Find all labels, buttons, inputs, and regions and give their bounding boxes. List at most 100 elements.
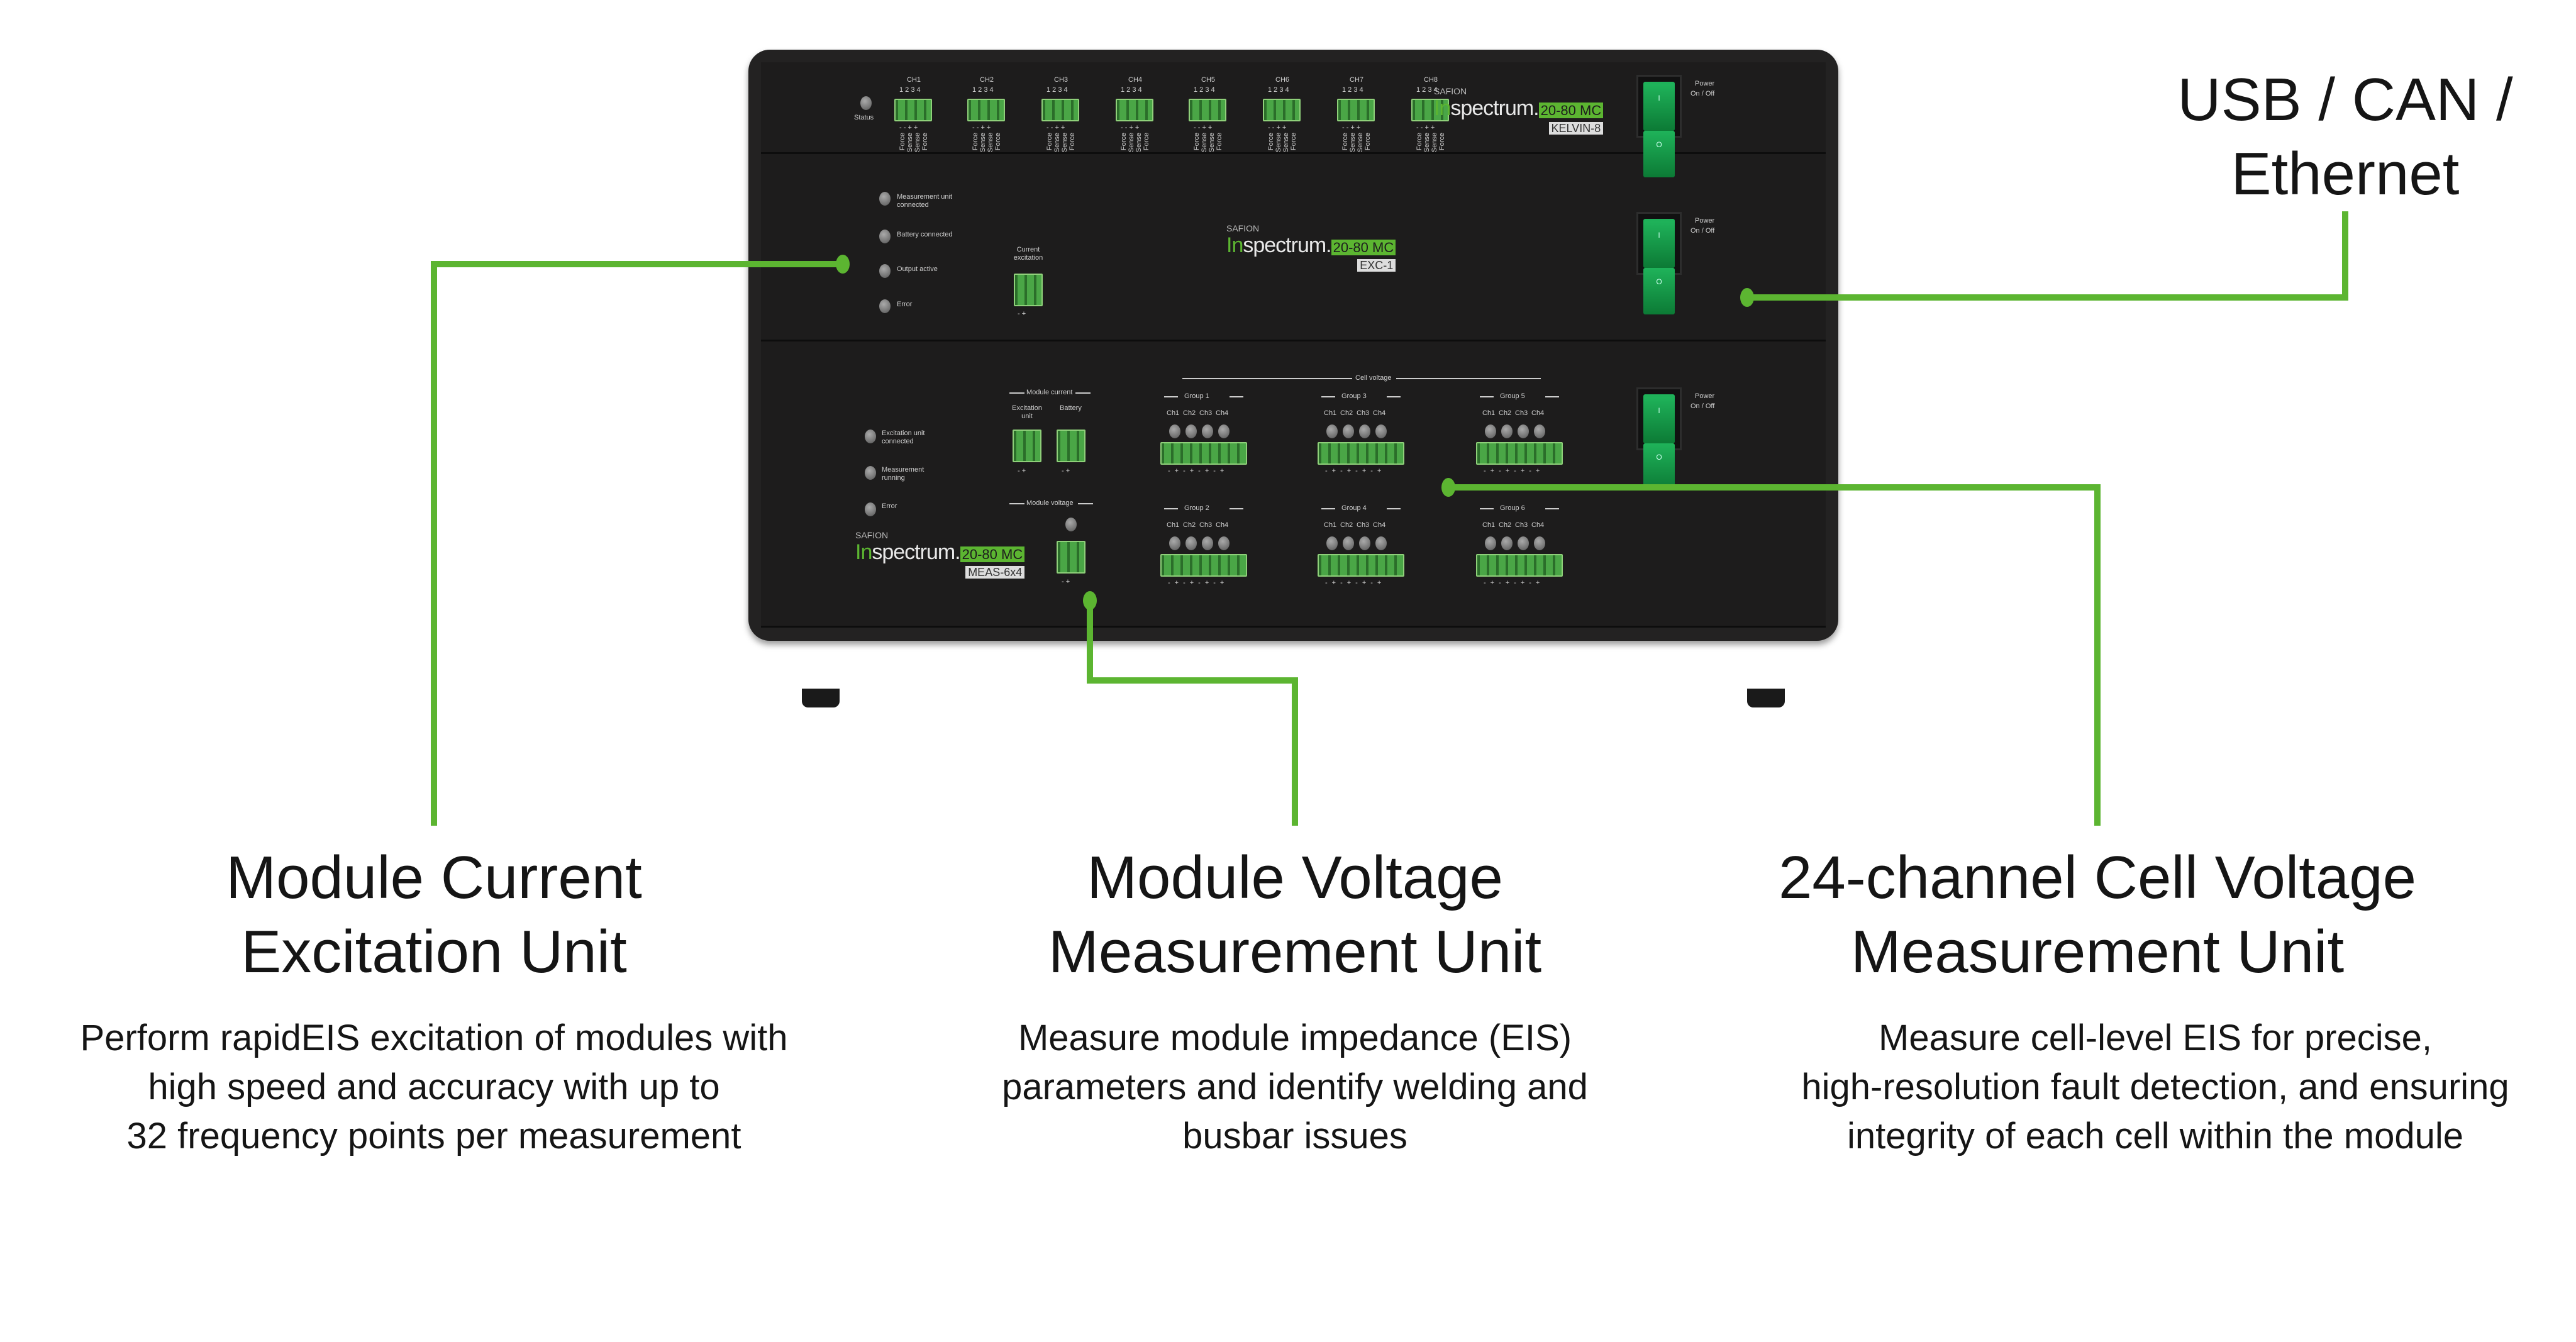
indicator-led	[879, 192, 891, 206]
desc-line: Perform rapidEIS excitation of modules w…	[80, 1018, 788, 1058]
divider	[1321, 396, 1335, 397]
group-label: Group 1	[1184, 392, 1209, 400]
channel-led	[1518, 424, 1529, 438]
channel-led	[1501, 536, 1513, 550]
pin-signs: - - + +	[972, 124, 991, 131]
channel-connector[interactable]	[1189, 99, 1226, 121]
excitation-unit-connector[interactable]	[1013, 430, 1041, 462]
indicator-led	[879, 264, 891, 278]
pin-label: Force	[899, 133, 906, 151]
power-label: Power	[1695, 80, 1715, 87]
channel-label: Ch3	[1199, 409, 1213, 417]
divider	[1164, 396, 1178, 397]
channel-led	[1485, 536, 1496, 550]
pin-label: Sense	[987, 133, 994, 153]
channel-label: Ch2	[1183, 409, 1196, 417]
channel-label: Ch1	[1167, 409, 1180, 417]
desc-line: high-resolution fault detection, and ens…	[1801, 1067, 2509, 1107]
channel-led	[1326, 424, 1338, 438]
current-excitation-label: Current excitation	[1013, 246, 1043, 262]
excitation-description: Perform rapidEIS excitation of modules w…	[0, 1014, 874, 1161]
channel-connector[interactable]	[1116, 99, 1153, 121]
module-voltage-label: Module voltage	[1026, 499, 1074, 507]
channel-label: Ch1	[1167, 521, 1180, 529]
channel-label: CH2	[980, 76, 994, 84]
switch-off-mark: O	[1643, 268, 1675, 314]
led-label: Excitation unit connected	[882, 430, 925, 445]
exc-logo: SAFION Inspectrum.20-80 MC EXC-1	[1226, 223, 1396, 272]
pin-label: Force	[1267, 133, 1275, 151]
channel-connector[interactable]	[1041, 99, 1079, 121]
group-label: Group 4	[1341, 504, 1367, 512]
channel-led	[1485, 424, 1496, 438]
group-label: Group 5	[1500, 392, 1525, 400]
channel-label: CH5	[1201, 76, 1216, 84]
channel-led	[1218, 536, 1230, 550]
channel-led	[1359, 424, 1370, 438]
voltage-title: Module Voltage Measurement Unit	[855, 841, 1735, 989]
channel-led	[1534, 536, 1545, 550]
power-onoff-label: On / Off	[1690, 90, 1715, 97]
excitation-unit-label: Excitation unit	[1012, 404, 1042, 420]
channel-label: Ch4	[1216, 409, 1229, 417]
led-label: Error	[882, 502, 897, 510]
signs: - +	[1062, 467, 1070, 475]
pin-label: Sense	[1061, 133, 1069, 153]
cell-signs: -+-+-+-+	[1325, 467, 1386, 475]
switch-on-mark: I	[1643, 221, 1675, 268]
desc-line: 32 frequency points per measurement	[126, 1116, 741, 1156]
cell-connector[interactable]	[1476, 442, 1563, 465]
pin-label: Sense	[1357, 133, 1364, 153]
pin-label: Force	[1069, 133, 1076, 151]
channel-led	[1185, 536, 1197, 550]
channel-label: Ch2	[1499, 409, 1512, 417]
cell-connector[interactable]	[1476, 554, 1563, 577]
pin-signs: - - + +	[1416, 124, 1435, 131]
channel-label: Ch1	[1324, 409, 1337, 417]
desc-line: integrity of each cell within the module	[1846, 1116, 2464, 1156]
battery-connector[interactable]	[1057, 430, 1085, 462]
pin-label: Sense	[1431, 133, 1438, 153]
channel-led	[1518, 536, 1529, 550]
channel-connector[interactable]	[1337, 99, 1375, 121]
channel-led	[1534, 424, 1545, 438]
channel-led	[1169, 536, 1180, 550]
channel-connector[interactable]	[894, 99, 932, 121]
module-tag: MEAS-6x4	[965, 566, 1025, 579]
usb-can-ethernet-label: USB / CAN / Ethernet	[1905, 63, 2576, 211]
pin-label: Force	[1290, 133, 1297, 151]
cell-description: Measure cell-level EIS for precise, high…	[1715, 1014, 2576, 1161]
cell-signs: -+-+-+-+	[1484, 579, 1545, 587]
pin-numbers: 1 2 3 4	[1121, 86, 1142, 94]
channel-connector[interactable]	[967, 99, 1005, 121]
cell-connector[interactable]	[1160, 442, 1247, 465]
channel-led	[1375, 536, 1387, 550]
led-label: Output active	[897, 265, 938, 273]
cell-connector[interactable]	[1318, 554, 1404, 577]
channel-label: Ch1	[1482, 521, 1496, 529]
pin-label: Force	[1143, 133, 1150, 151]
signs: - +	[1062, 578, 1070, 585]
connector-signs: - +	[1018, 310, 1026, 318]
pin-numbers: 1 2 3 4	[1268, 86, 1289, 94]
divider	[1387, 396, 1401, 397]
logo-spectrum: spectrum.	[1243, 233, 1331, 257]
channel-label: CH1	[907, 76, 921, 84]
current-excitation-connector[interactable]	[1014, 274, 1043, 306]
desc-line: Measure cell-level EIS for precise,	[1879, 1018, 2432, 1058]
indicator-led	[865, 502, 876, 516]
cell-signs: -+-+-+-+	[1168, 579, 1229, 587]
channel-connector[interactable]	[1263, 99, 1301, 121]
channel-led	[1501, 424, 1513, 438]
channel-connector[interactable]	[1411, 99, 1449, 121]
channel-label: CH4	[1128, 76, 1143, 84]
cell-connector[interactable]	[1160, 554, 1247, 577]
cell-connector[interactable]	[1318, 442, 1404, 465]
module-voltage-connector[interactable]	[1057, 541, 1085, 574]
pin-signs: - - + +	[1046, 124, 1065, 131]
